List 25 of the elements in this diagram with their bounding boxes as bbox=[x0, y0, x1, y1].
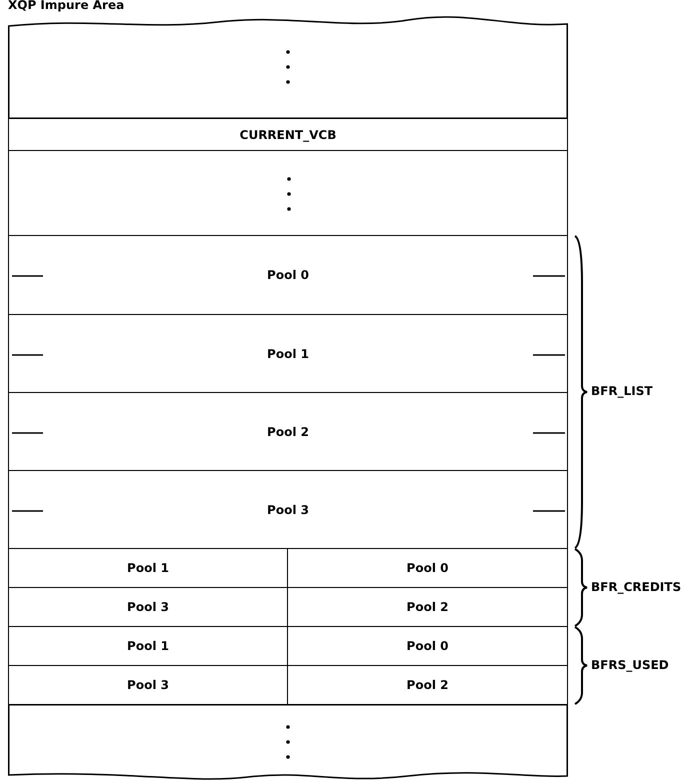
memory-field bbox=[8, 118, 568, 151]
memory-field bbox=[8, 314, 568, 393]
diagram-title: XQP Impure Area bbox=[8, 0, 124, 12]
memory-field bbox=[8, 150, 568, 236]
field-label: Pool 2 bbox=[406, 678, 448, 692]
field-label: Pool 1 bbox=[127, 561, 169, 575]
brace-label: BFR_LIST bbox=[591, 384, 653, 398]
memory-field bbox=[8, 235, 568, 315]
field-label: Pool 1 bbox=[267, 346, 309, 360]
field-label: Pool 0 bbox=[406, 561, 448, 575]
brace-label: BFR_CREDITS bbox=[591, 580, 682, 594]
field-label: Pool 0 bbox=[267, 268, 309, 282]
memory-field bbox=[8, 392, 568, 471]
field-label: CURRENT_VCB bbox=[240, 128, 336, 142]
field-label: Pool 3 bbox=[127, 600, 169, 614]
field-label: Pool 2 bbox=[267, 424, 309, 438]
memory-field bbox=[8, 14, 568, 119]
field-label: Pool 3 bbox=[127, 678, 169, 692]
field-label: Pool 3 bbox=[267, 502, 309, 516]
field-label: Pool 0 bbox=[406, 639, 448, 653]
memory-field bbox=[8, 470, 568, 549]
brace-label: BFRS_USED bbox=[591, 658, 669, 672]
memory-field bbox=[8, 704, 568, 780]
field-label: Pool 1 bbox=[127, 639, 169, 653]
field-label: Pool 2 bbox=[406, 600, 448, 614]
